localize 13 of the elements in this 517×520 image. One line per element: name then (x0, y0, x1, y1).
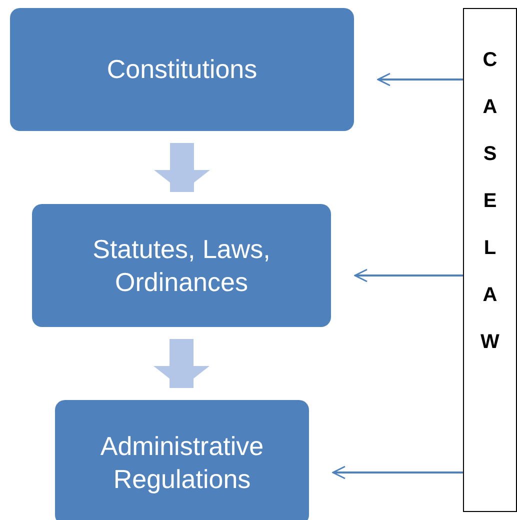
arrow (377, 72, 463, 86)
side-panel (463, 8, 517, 512)
box-label: Statutes, Laws, Ordinances (92, 233, 272, 298)
arrow (354, 268, 463, 282)
box-label: Constitutions (106, 53, 258, 86)
block-arrow (154, 143, 210, 192)
process-box (55, 400, 309, 520)
process-box (32, 204, 331, 327)
arrow (332, 466, 463, 480)
vertical-label: CASE LAW (480, 48, 500, 355)
block-arrow (154, 339, 210, 388)
box-label: Administrative Regulations (99, 430, 265, 495)
process-box (10, 8, 354, 131)
